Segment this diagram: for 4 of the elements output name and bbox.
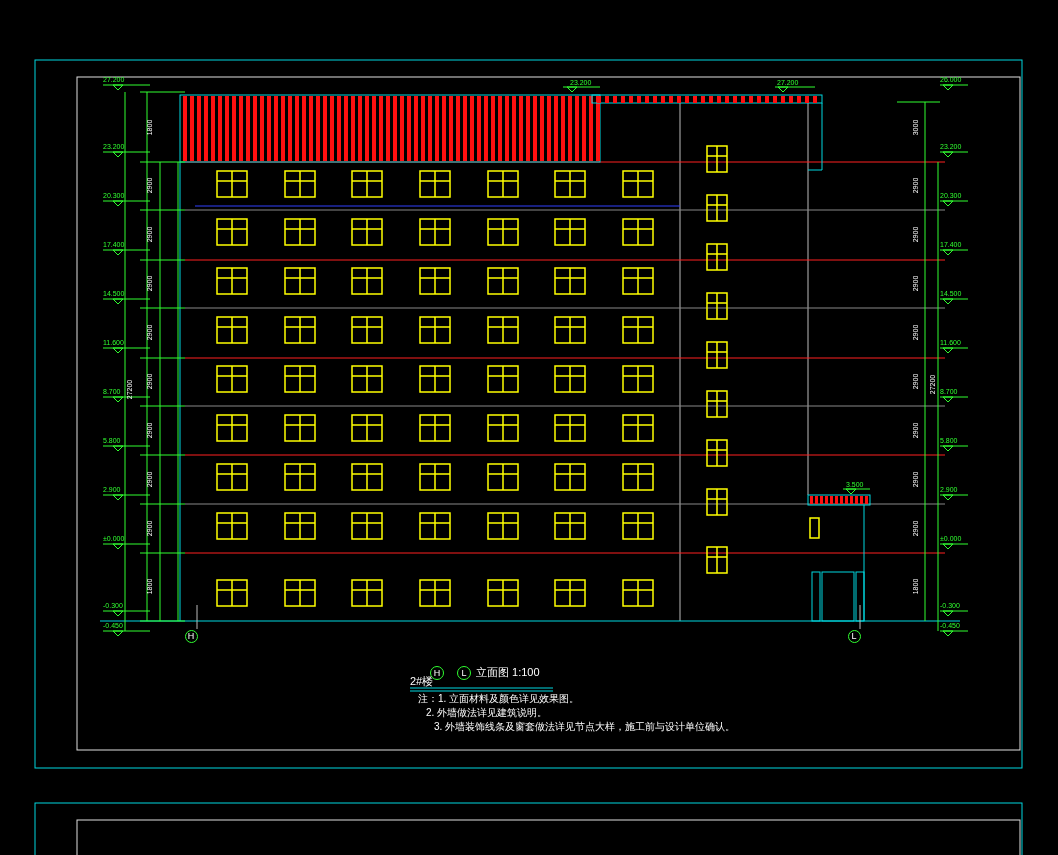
note-text: 注：1. 立面材料及颜色详见效果图。 xyxy=(418,694,580,704)
note-text: 2. 外墙做法详见建筑说明。 xyxy=(426,708,548,718)
note-text: 3. 外墙装饰线条及窗套做法详见节点大样，施工前与设计单位确认。 xyxy=(434,722,736,732)
drawing-title: 立面图 1:100 xyxy=(476,667,540,678)
